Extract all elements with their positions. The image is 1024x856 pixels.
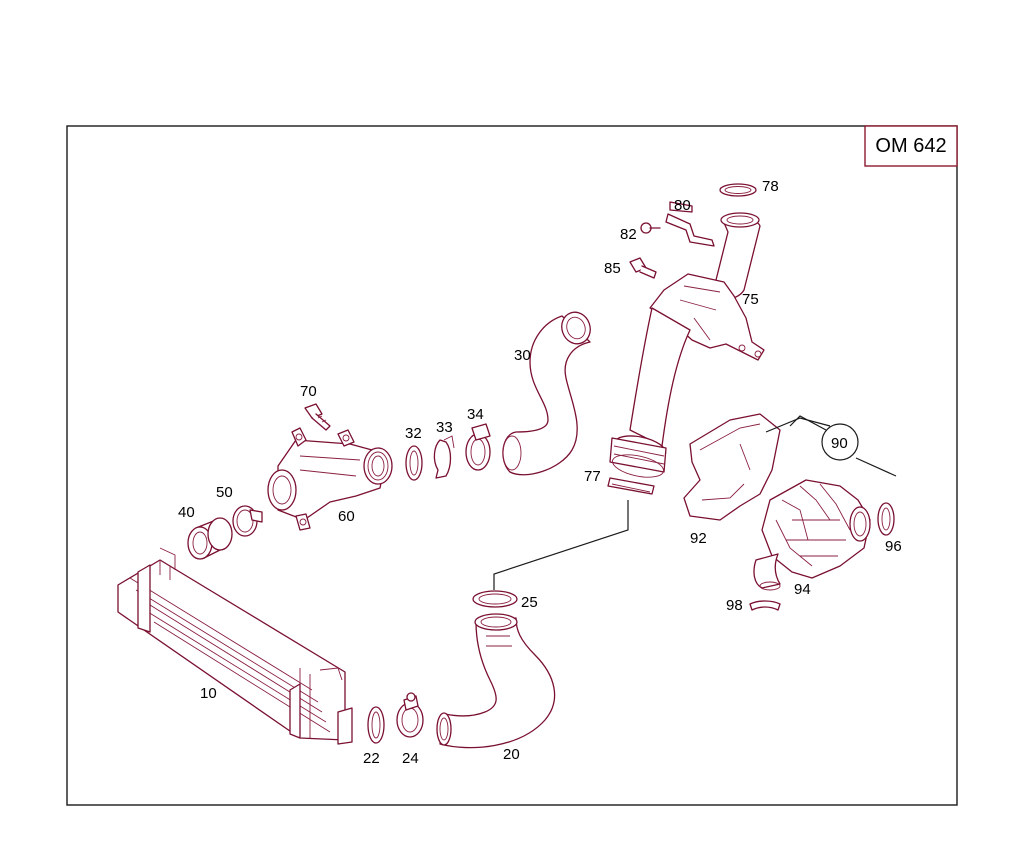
part-24-clamp[interactable]: [396, 692, 424, 738]
part-70-bolt[interactable]: [304, 403, 331, 431]
label-80: 80: [674, 197, 691, 214]
label-20: 20: [503, 746, 520, 763]
part-92-cover[interactable]: [683, 413, 781, 521]
part-22-seal-ring[interactable]: [367, 706, 385, 744]
label-92: 92: [690, 530, 707, 547]
part-34-clamp[interactable]: [465, 423, 491, 471]
label-33: 33: [436, 419, 453, 436]
label-90: 90: [831, 435, 848, 452]
part-82-screw[interactable]: [640, 222, 661, 234]
part-78-seal-ring[interactable]: [719, 183, 757, 197]
part-30-charge-pipe[interactable]: [502, 308, 595, 476]
part-96-seal-ring[interactable]: [877, 502, 895, 536]
part-75-pipe-assembly[interactable]: [649, 212, 765, 361]
label-25: 25: [521, 594, 538, 611]
label-50: 50: [216, 484, 233, 501]
label-30: 30: [514, 347, 531, 364]
part-77-clip[interactable]: [607, 477, 655, 495]
label-96: 96: [885, 538, 902, 555]
label-70: 70: [300, 383, 317, 400]
label-78: 78: [762, 178, 779, 195]
label-94: 94: [794, 581, 811, 598]
part-40-sleeve[interactable]: [187, 517, 233, 560]
part-32-seal-ring[interactable]: [405, 445, 423, 481]
part-10-intercooler[interactable]: [117, 547, 353, 745]
label-40: 40: [178, 504, 195, 521]
part-94-compressor[interactable]: [753, 479, 871, 591]
diagram-frame: [66, 125, 958, 806]
label-77: 77: [584, 468, 601, 485]
label-82: 82: [620, 226, 637, 243]
label-85: 85: [604, 260, 621, 277]
leader-lines: [493, 415, 897, 590]
part-80-bracket[interactable]: [665, 201, 715, 247]
label-32: 32: [405, 425, 422, 442]
label-75: 75: [742, 291, 759, 308]
callout-90: [821, 423, 859, 461]
label-60: 60: [338, 508, 355, 525]
part-20-charge-pipe[interactable]: [436, 613, 556, 749]
part-pipe-lower[interactable]: [609, 307, 691, 481]
part-50-clamp[interactable]: [232, 505, 263, 537]
engine-code-label: OM 642: [875, 135, 946, 157]
label-34: 34: [467, 406, 484, 423]
label-22: 22: [363, 750, 380, 767]
part-98-clip[interactable]: [749, 600, 781, 611]
part-85-bolt[interactable]: [629, 257, 657, 279]
part-33-clip[interactable]: [433, 435, 455, 479]
label-24: 24: [402, 750, 419, 767]
part-60-housing[interactable]: [267, 427, 393, 531]
label-98: 98: [726, 597, 743, 614]
engine-code-box: OM 642: [864, 125, 958, 167]
part-25-seal-ring[interactable]: [472, 590, 518, 608]
label-10: 10: [200, 685, 217, 702]
